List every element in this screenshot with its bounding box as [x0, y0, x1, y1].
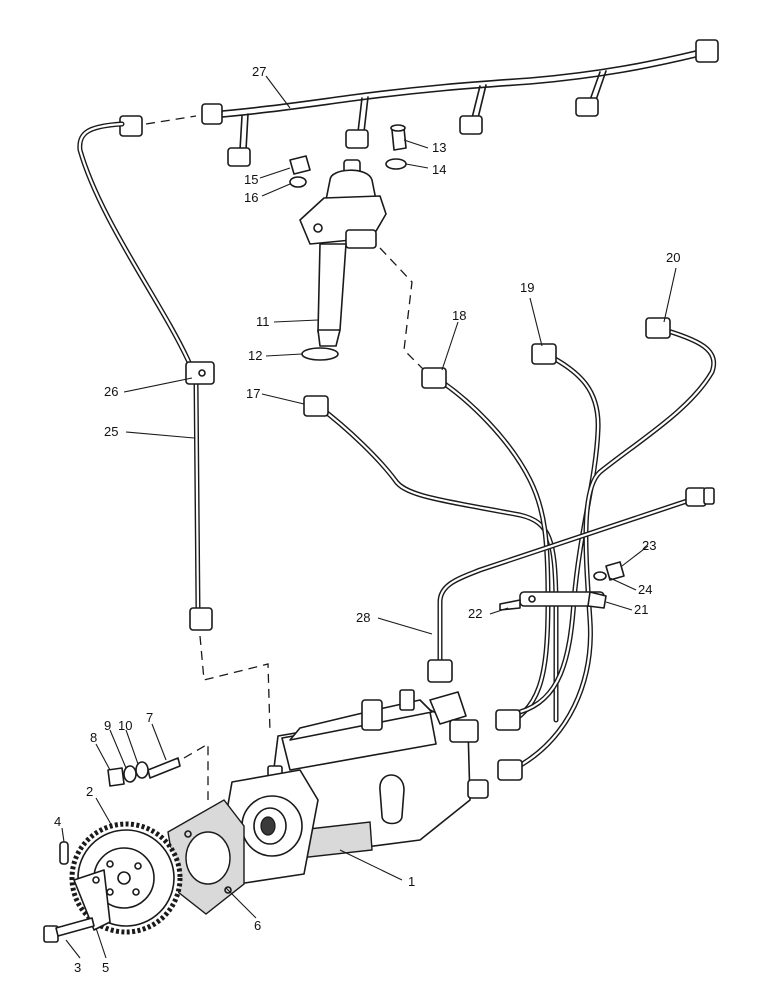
callout-16: 16 [244, 190, 258, 205]
callout-22: 22 [468, 606, 482, 621]
callout-2: 2 [86, 784, 93, 799]
callout-25: 25 [104, 424, 118, 439]
callout-4: 4 [54, 814, 61, 829]
callout-5: 5 [102, 960, 109, 975]
injector-pipes [303, 317, 717, 781]
stud-washers-nut [107, 742, 209, 800]
callout-3: 3 [74, 960, 81, 975]
long-injector-pipe [77, 121, 271, 733]
callout-8: 8 [90, 730, 97, 745]
leak-off-return-pipe [119, 39, 719, 167]
injection-pump [219, 689, 489, 885]
dowel-pin [59, 841, 69, 865]
callout-20: 20 [666, 250, 680, 265]
fittings-13-16 [289, 124, 407, 188]
injector [299, 159, 431, 377]
callout-17: 17 [246, 386, 260, 401]
callout-19: 19 [520, 280, 534, 295]
callout-13: 13 [432, 140, 446, 155]
callout-23: 23 [642, 538, 656, 553]
callout-21: 21 [634, 602, 648, 617]
callout-9: 9 [104, 718, 111, 733]
pipe-clamp [185, 361, 215, 385]
callout-24: 24 [638, 582, 652, 597]
callout-26: 26 [104, 384, 118, 399]
callout-12: 12 [248, 348, 262, 363]
callout-1: 1 [408, 874, 415, 889]
callout-10: 10 [118, 718, 132, 733]
callout-15: 15 [244, 172, 258, 187]
locking-plate [73, 869, 111, 931]
callout-27: 27 [252, 64, 266, 79]
callout-28: 28 [356, 610, 370, 625]
callout-14: 14 [432, 162, 446, 177]
callout-11: 11 [256, 314, 270, 329]
callout-18: 18 [452, 308, 466, 323]
callout-6: 6 [254, 918, 261, 933]
callout-labels: 1 2 3 4 5 6 7 8 9 10 11 12 13 14 15 16 1… [54, 64, 680, 975]
callout-7: 7 [146, 710, 153, 725]
leader-lines [61, 75, 677, 959]
bolt [43, 917, 95, 943]
gasket [167, 799, 245, 915]
